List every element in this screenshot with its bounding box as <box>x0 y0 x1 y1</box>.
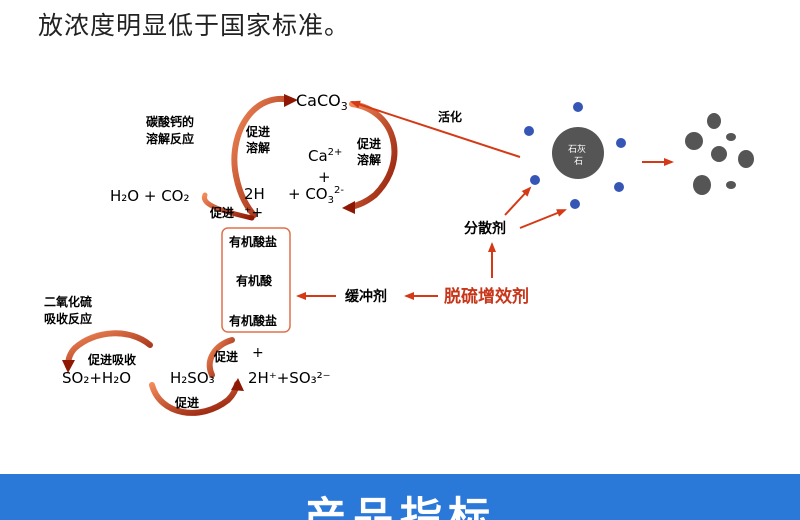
dot <box>573 102 583 112</box>
organic-box <box>221 227 291 333</box>
calcium-reaction-label-2: 溶解反应 <box>146 131 194 146</box>
dot <box>570 199 580 209</box>
co3-label: + CO32- <box>288 185 344 206</box>
h-so3-label: 2H⁺+SO₃²⁻ <box>248 369 331 387</box>
arrow-dispersant-right <box>519 209 567 229</box>
plus-label: + <box>318 168 331 186</box>
banner-title: 产品指标 <box>303 493 496 520</box>
fragmented-rocks <box>685 113 754 195</box>
promote-dissolve-left-2: 溶解 <box>246 140 270 155</box>
section-banner: 产品指标 <box>0 474 800 520</box>
organic-salt-bottom: 有机酸盐 <box>229 313 277 328</box>
h2o-co2-label: H₂O + CO₂ <box>110 187 190 205</box>
so2-reaction-label-1: 二氧化硫 <box>44 294 92 309</box>
promote-dissolve-right-1: 促进 <box>356 136 381 151</box>
so2-reaction-label-2: 吸收反应 <box>44 311 92 326</box>
organic-salt-top: 有机酸盐 <box>229 234 277 249</box>
calcium-reaction-label-1: 碳酸钙的 <box>146 114 194 129</box>
dot <box>530 175 540 185</box>
activation-label: 活化 <box>438 109 462 124</box>
cycle-arrow-so3 <box>206 337 235 378</box>
cycle-arrow-mid <box>201 192 255 221</box>
desulfurization-diagram: CaCO3 碳酸钙的 溶解反应 促进 溶解 促进 溶解 活化 Ca2+ + + … <box>44 91 754 416</box>
cycle-arrow-so2-top <box>62 330 153 373</box>
cycle-arrow-top-right <box>342 101 398 214</box>
promote-dissolve-left-1: 促进 <box>245 124 270 139</box>
plus-plus-label: ⁺+ <box>244 205 263 221</box>
promote-label-lower: 促进 <box>174 395 199 410</box>
dot <box>616 138 626 148</box>
synergist-label: 脱硫增效剂 <box>444 286 529 307</box>
limestone-label-1: 石灰 <box>568 143 586 155</box>
limestone-particle <box>552 127 604 179</box>
dot <box>614 182 624 192</box>
promote-label-mid: 促进 <box>209 205 234 220</box>
promote-absorb-label: 促进吸收 <box>87 352 136 367</box>
cycle-arrow-so2-bottom <box>149 378 244 416</box>
plus-label-so3: + <box>252 345 264 361</box>
intro-text: 放浓度明显低于国家标准。 <box>38 11 351 40</box>
dot <box>524 126 534 136</box>
h2so3-label: H₂SO₃ <box>170 369 215 387</box>
arrow-dispersant-up <box>504 186 532 216</box>
caco3-label: CaCO3 <box>296 91 348 113</box>
ca-ion-label: Ca2+ <box>308 147 342 165</box>
promote-label-so3: 促进 <box>213 349 238 364</box>
so2-h2o-label: SO₂+H₂O <box>62 369 131 387</box>
cycle-arrow-top-left <box>231 94 298 218</box>
dispersant-label: 分散剂 <box>464 220 506 237</box>
buffer-label: 缓冲剂 <box>345 288 387 305</box>
arrow-activation <box>350 100 521 158</box>
limestone-label-2: 石 <box>574 157 583 167</box>
promote-dissolve-right-2: 溶解 <box>357 152 381 167</box>
h2-label: 2H <box>244 185 265 203</box>
organic-acid: 有机酸 <box>236 273 273 288</box>
